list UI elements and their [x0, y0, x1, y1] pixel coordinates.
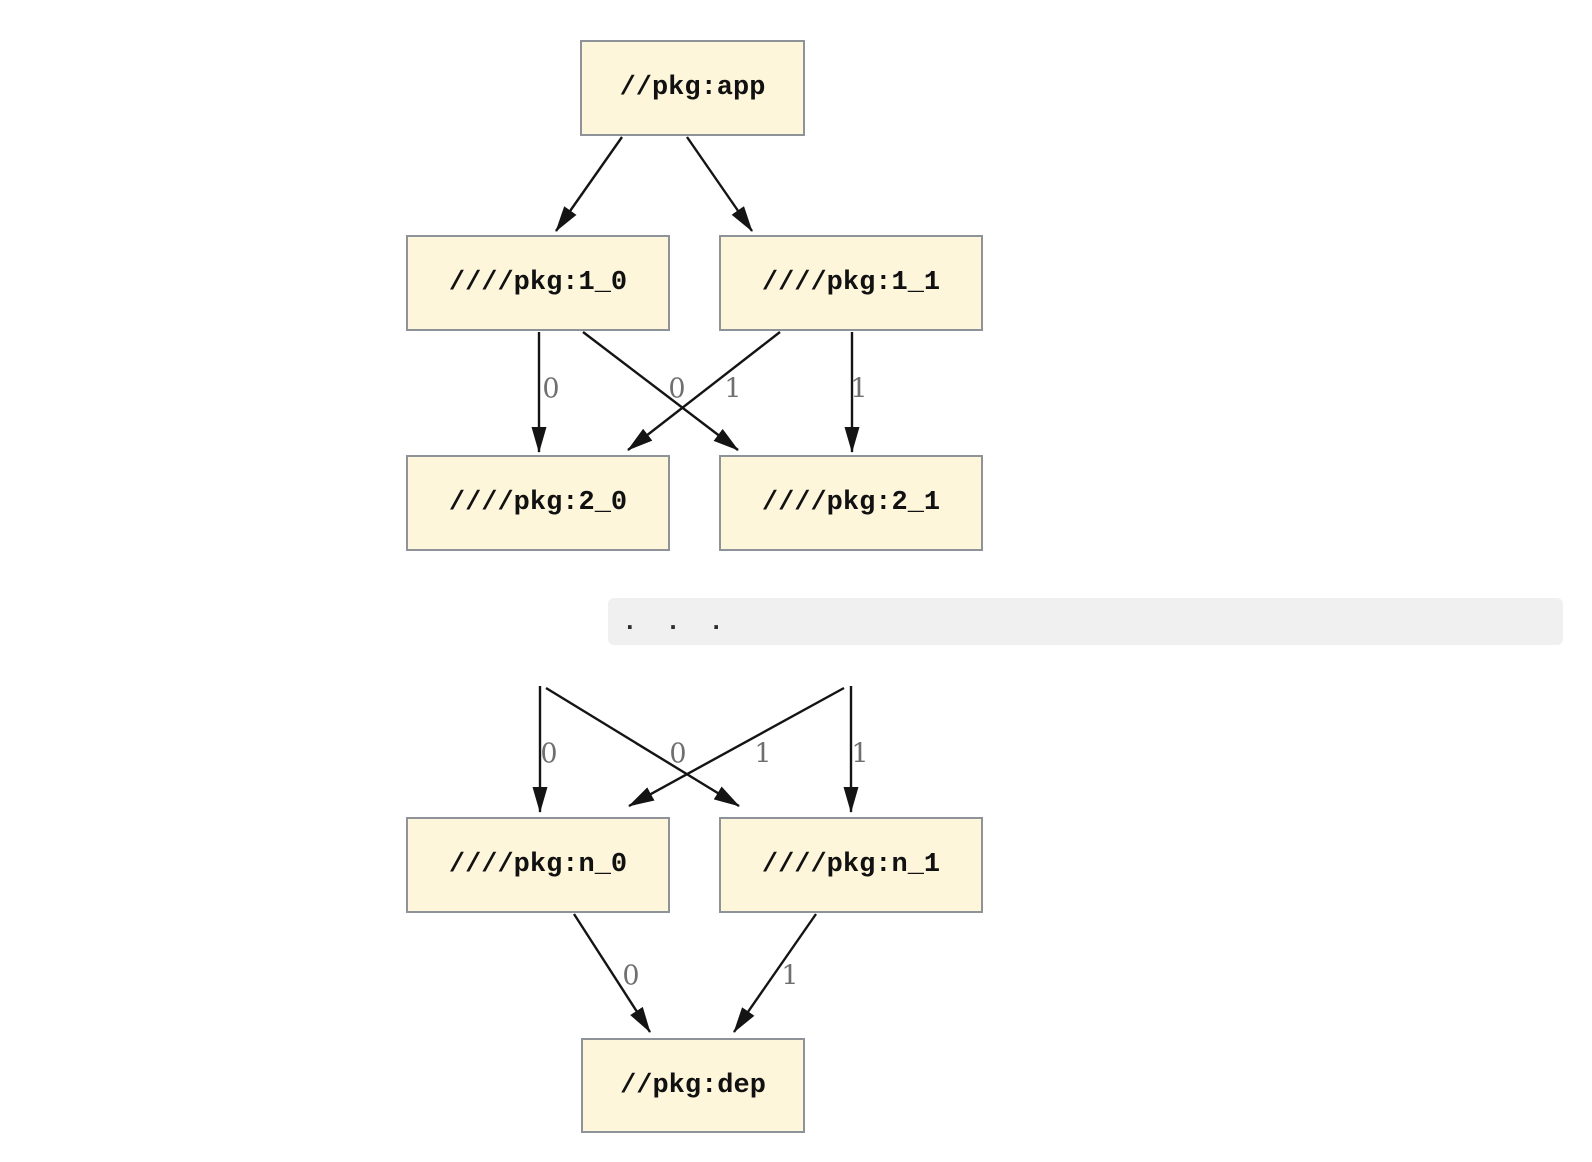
- edge-app-to-1_0: [555, 136, 623, 232]
- edge-ellipsis-to-n_0-cross: [628, 686, 845, 808]
- edge-n_0-to-dep: [572, 913, 652, 1033]
- edge-ellipsis-to-n_1-cross: [545, 686, 740, 808]
- node-dep: //pkg:dep: [581, 1038, 805, 1133]
- edge-1_0-to-2_1: [582, 331, 739, 451]
- edge-label-1_0-2_1: 0: [668, 373, 686, 405]
- node-n_0: ////pkg:n_0: [406, 817, 670, 913]
- node-2_0: ////pkg:2_0: [406, 455, 670, 551]
- edge-label-ellipsis-n_0-straight: 0: [540, 738, 558, 770]
- node-app: //pkg:app: [580, 40, 805, 136]
- edge-n_1-to-dep: [733, 913, 817, 1033]
- edge-app-to-1_1: [686, 136, 753, 232]
- edge-label-1_1-2_1: 1: [850, 373, 868, 405]
- node-2_1: ////pkg:2_1: [719, 455, 983, 551]
- node-1_0: ////pkg:1_0: [406, 235, 670, 331]
- ellipsis-band: . . .: [608, 598, 1563, 645]
- edge-label-ellipsis-n_1-straight: 1: [851, 738, 869, 770]
- edge-label-1_1-2_0: 1: [724, 373, 742, 405]
- edge-label-n_0-dep: 0: [622, 960, 640, 992]
- edge-label-ellipsis-n_1-cross: 0: [669, 738, 687, 770]
- node-n_1: ////pkg:n_1: [719, 817, 983, 913]
- edge-1_1-to-2_0: [627, 331, 781, 451]
- edge-label-ellipsis-n_0-cross: 1: [754, 738, 772, 770]
- edge-label-n_1-dep: 1: [781, 960, 799, 992]
- edge-label-1_0-2_0: 0: [542, 373, 560, 405]
- node-1_1: ////pkg:1_1: [719, 235, 983, 331]
